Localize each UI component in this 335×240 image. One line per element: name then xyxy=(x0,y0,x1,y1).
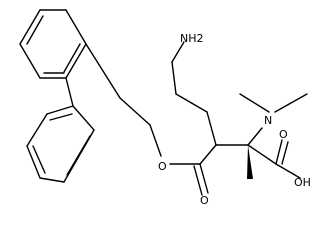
hydroxyl-label: OH xyxy=(294,176,311,189)
structure-diagram: NH2 N O O O OH xyxy=(19,9,311,207)
ester-group xyxy=(169,144,217,196)
methyl-wedge xyxy=(247,145,253,179)
nitrogen-label: N xyxy=(264,114,272,127)
fluorene-lower-ring xyxy=(26,105,95,183)
carboxylic-acid xyxy=(247,139,301,179)
fluorene-left-ring xyxy=(19,9,87,79)
backbone xyxy=(215,127,263,146)
ester-oxygen-label: O xyxy=(158,160,167,173)
carbonyl-oxygen-label: O xyxy=(200,194,209,207)
acid-oxygen-label: O xyxy=(279,128,288,141)
aminopropyl-chain xyxy=(171,41,217,146)
fmoc-ch2-linker xyxy=(119,97,162,157)
amine-label: NH2 xyxy=(180,32,204,45)
dimethylamino-group xyxy=(239,93,308,113)
fluorene-five-ring xyxy=(65,43,121,131)
